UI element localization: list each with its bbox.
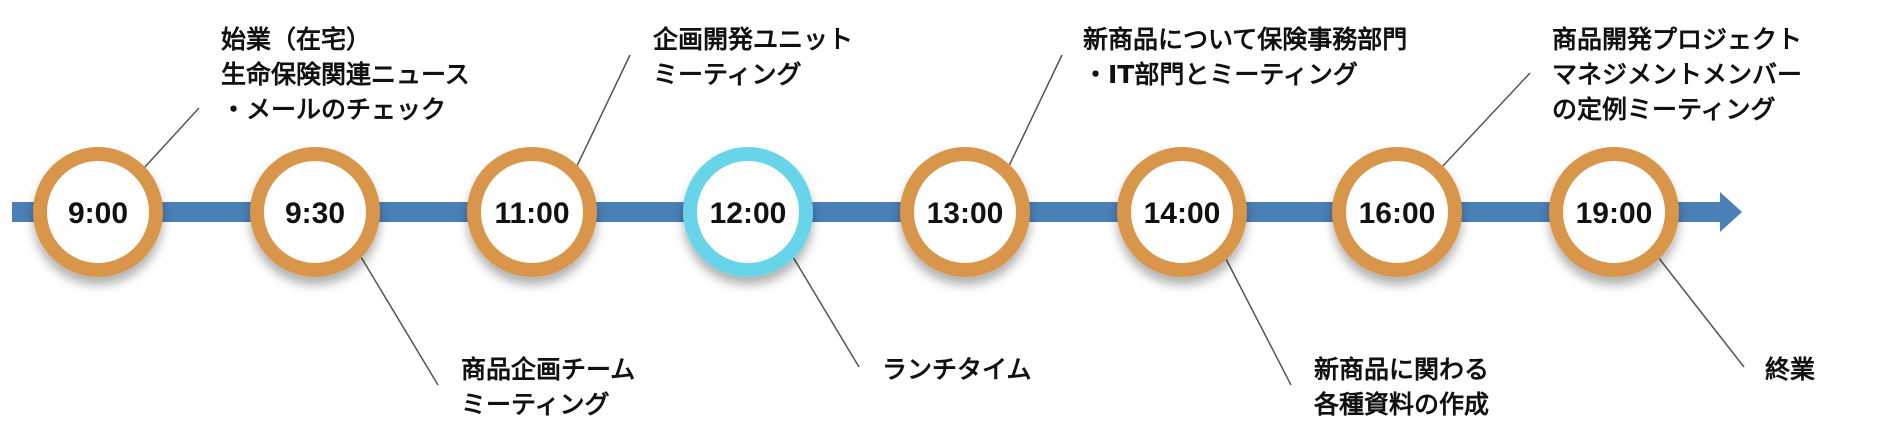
- time-label: 9:00: [68, 197, 128, 230]
- leader-line: [1657, 256, 1745, 368]
- time-circle: [250, 147, 380, 277]
- time-circle: [900, 147, 1030, 277]
- event-description-line: 終業: [1765, 355, 1815, 384]
- timeline-arrowhead: [1720, 192, 1742, 232]
- event-description-line: ・メールのチェック: [221, 95, 446, 124]
- event-description-line: 商品開発プロジェクト: [1552, 25, 1802, 54]
- event-description-line: ミーティング: [461, 390, 610, 419]
- leader-line: [792, 256, 860, 368]
- time-label: 11:00: [494, 197, 569, 230]
- time-circle: [467, 147, 597, 277]
- event-description-line: ミーティング: [653, 60, 802, 89]
- time-circle: [683, 147, 813, 277]
- event-description-line: マネジメントメンバー: [1552, 60, 1802, 89]
- leader-line: [1007, 54, 1063, 169]
- leader-line: [360, 256, 439, 386]
- time-label: 9:30: [285, 197, 345, 230]
- leader-line: [1440, 72, 1531, 169]
- event-description: 新商品について保険事務部門・IT部門とミーティング: [1083, 25, 1407, 89]
- event-description: 終業: [1765, 355, 1815, 384]
- time-node: 12:00: [683, 147, 813, 277]
- time-circle: [33, 147, 163, 277]
- event-description-line: 始業（在宅）: [221, 25, 371, 54]
- time-node: 19:00: [1549, 147, 1679, 277]
- leader-line: [1224, 256, 1292, 386]
- event-description-line: ・IT部門とミーティング: [1083, 60, 1358, 89]
- time-node: 11:00: [467, 147, 597, 277]
- time-node: 16:00: [1332, 147, 1462, 277]
- event-description: 商品企画チームミーティング: [461, 355, 635, 419]
- leader-line: [143, 107, 200, 169]
- event-description: 企画開発ユニットミーティング: [653, 25, 853, 89]
- event-description-line: 商品企画チーム: [461, 355, 635, 384]
- timeline-bar: [12, 202, 1722, 222]
- time-label: 13:00: [927, 197, 1004, 230]
- event-description: ランチタイム: [882, 355, 1032, 384]
- event-description-line: 企画開発ユニット: [653, 25, 853, 54]
- time-circle: [1117, 147, 1247, 277]
- time-node: 9:00: [33, 147, 163, 277]
- event-description-line: 生命保険関連ニュース: [221, 60, 470, 89]
- event-description-line: ランチタイム: [882, 355, 1032, 384]
- leader-line: [575, 54, 631, 169]
- event-description: 商品開発プロジェクトマネジメントメンバーの定例ミーティング: [1552, 25, 1802, 124]
- time-node: 13:00: [900, 147, 1030, 277]
- event-description-line: の定例ミーティング: [1552, 95, 1776, 124]
- event-description-line: 各種資料の作成: [1313, 390, 1489, 419]
- time-label: 14:00: [1144, 197, 1221, 230]
- time-label: 12:00: [710, 197, 787, 230]
- time-label: 19:00: [1576, 197, 1653, 230]
- time-label: 16:00: [1359, 197, 1436, 230]
- event-description: 新商品に関わる各種資料の作成: [1313, 355, 1489, 419]
- event-description: 始業（在宅） 生命保険関連ニュース・メールのチェック: [221, 25, 470, 124]
- time-circle: [1332, 147, 1462, 277]
- time-node: 9:30: [250, 147, 380, 277]
- event-description-line: 新商品に関わる: [1314, 355, 1489, 384]
- time-circle: [1549, 147, 1679, 277]
- event-description-line: 新商品について保険事務部門: [1083, 25, 1407, 54]
- time-node: 14:00: [1117, 147, 1247, 277]
